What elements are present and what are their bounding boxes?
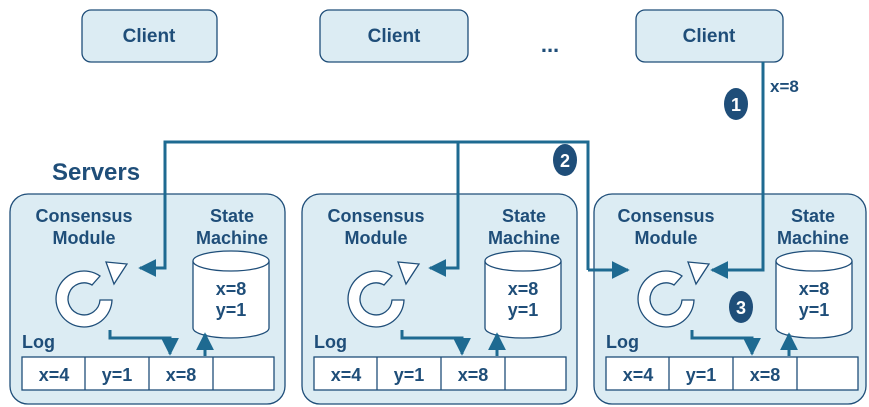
state-machine-label-line1: State: [791, 206, 835, 226]
step-badge-1: 1: [724, 88, 748, 120]
step-badge-3: 3: [729, 291, 753, 323]
log-entry: y=1: [102, 365, 133, 385]
server-3: Consensus Module State Machine x=8 y=1 L…: [605, 206, 859, 391]
log-entry: x=8: [166, 365, 197, 385]
consensus-label-line1: Consensus: [617, 206, 714, 226]
log-entry: y=1: [394, 365, 425, 385]
servers-label: Servers: [52, 159, 140, 186]
consensus-to-log-arrow: [690, 330, 761, 356]
client-1: Client: [81, 9, 218, 63]
consensus-label-line1: Consensus: [35, 206, 132, 226]
state-value-x: x=8: [216, 279, 247, 299]
state-machine-label-line2: Machine: [777, 228, 849, 248]
consensus-to-log-arrow: [108, 330, 179, 356]
state-machine-cylinder-icon: [192, 250, 270, 339]
consensus-label-line2: Module: [345, 228, 408, 248]
consensus-label-line2: Module: [53, 228, 116, 248]
server-1: Consensus Module State Machine x=8 y=1 L…: [21, 206, 275, 391]
step-number: 2: [560, 151, 570, 171]
client-label: Client: [368, 26, 421, 47]
step-badge-2: 2: [553, 144, 577, 176]
log-entry: x=4: [39, 365, 70, 385]
state-value-x: x=8: [508, 279, 539, 299]
state-value-y: y=1: [508, 300, 539, 320]
state-machine-label-line1: State: [502, 206, 546, 226]
log-entries: x=4 y=1 x=8: [605, 356, 859, 391]
consensus-to-log-arrow: [400, 330, 471, 356]
log-label: Log: [22, 332, 55, 352]
request-label: x=8: [770, 77, 799, 96]
log-entries: x=4 y=1 x=8: [313, 356, 567, 391]
state-machine-label-line1: State: [210, 206, 254, 226]
server-box-3: [593, 193, 867, 405]
consensus-label-line1: Consensus: [327, 206, 424, 226]
ellipsis: ...: [541, 32, 559, 57]
consensus-cycle-icon: [55, 261, 129, 328]
state-machine-cylinder-icon: [775, 250, 853, 339]
server-box-1: [9, 193, 286, 405]
state-value-y: y=1: [216, 300, 247, 320]
state-value-x: x=8: [799, 279, 830, 299]
log-entries: x=4 y=1 x=8: [21, 356, 275, 391]
replication-arrow-server-1: [138, 140, 590, 277]
replication-arrow-server-2: [428, 142, 460, 277]
client-label: Client: [123, 26, 176, 47]
consensus-cycle-icon: [637, 261, 711, 328]
consensus-cycle-icon: [347, 261, 421, 328]
log-label: Log: [606, 332, 639, 352]
log-label: Log: [314, 332, 347, 352]
consensus-label-line2: Module: [635, 228, 698, 248]
server-2: Consensus Module State Machine x=8 y=1 L…: [313, 206, 567, 391]
state-machine-label-line2: Machine: [196, 228, 268, 248]
state-value-y: y=1: [799, 300, 830, 320]
log-entry: x=8: [458, 365, 489, 385]
step-number: 1: [731, 95, 741, 115]
log-entry: y=1: [686, 365, 717, 385]
state-machine-label-line2: Machine: [488, 228, 560, 248]
server-box-2: [301, 193, 578, 405]
client-2: Client: [319, 9, 469, 63]
step-number: 3: [736, 298, 746, 318]
client-label: Client: [683, 26, 736, 47]
client-request-arrow: [710, 62, 765, 279]
log-entry: x=4: [331, 365, 362, 385]
client-3: Client: [635, 9, 784, 63]
log-entry: x=4: [623, 365, 654, 385]
log-entry: x=8: [750, 365, 781, 385]
state-machine-cylinder-icon: [484, 250, 562, 339]
